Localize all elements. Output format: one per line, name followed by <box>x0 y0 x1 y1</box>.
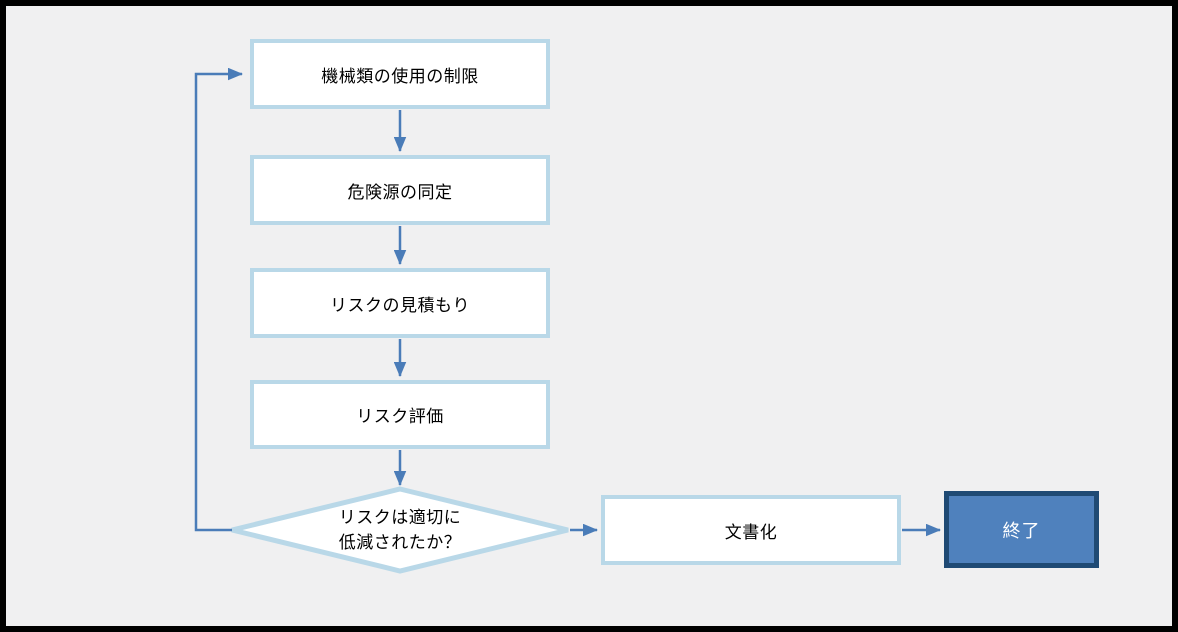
node-risk-evaluation-label: リスク評価 <box>356 407 444 426</box>
decision-diamond-shape <box>231 486 569 574</box>
connector-decision-to-restriction <box>194 67 244 532</box>
node-end-terminal: 終了 <box>944 491 1099 568</box>
node-risk-estimation-label: リスクの見積もり <box>330 295 470 315</box>
node-documentation: 文書化 <box>601 495 901 565</box>
node-machine-use-restriction: 機械類の使用の制限 <box>250 39 550 109</box>
node-risk-evaluation: リスク評価 <box>250 380 550 449</box>
node-hazard-identification: 危険源の同定 <box>250 155 550 225</box>
node-risk-reduced-decision: リスクは適切に 低減されたか？ <box>280 495 520 565</box>
node-hazard-identification-label: 危険源の同定 <box>347 182 453 202</box>
node-risk-estimation: リスクの見積もり <box>250 268 550 338</box>
decision-label-line-1: リスクは適切に <box>338 507 462 527</box>
node-end-terminal-label: 終了 <box>1002 520 1041 541</box>
node-documentation-label: 文書化 <box>724 522 778 542</box>
node-machine-use-restriction-label: 機械類の使用の制限 <box>321 66 479 86</box>
decision-label-line-2: 低減されたか？ <box>338 533 462 552</box>
